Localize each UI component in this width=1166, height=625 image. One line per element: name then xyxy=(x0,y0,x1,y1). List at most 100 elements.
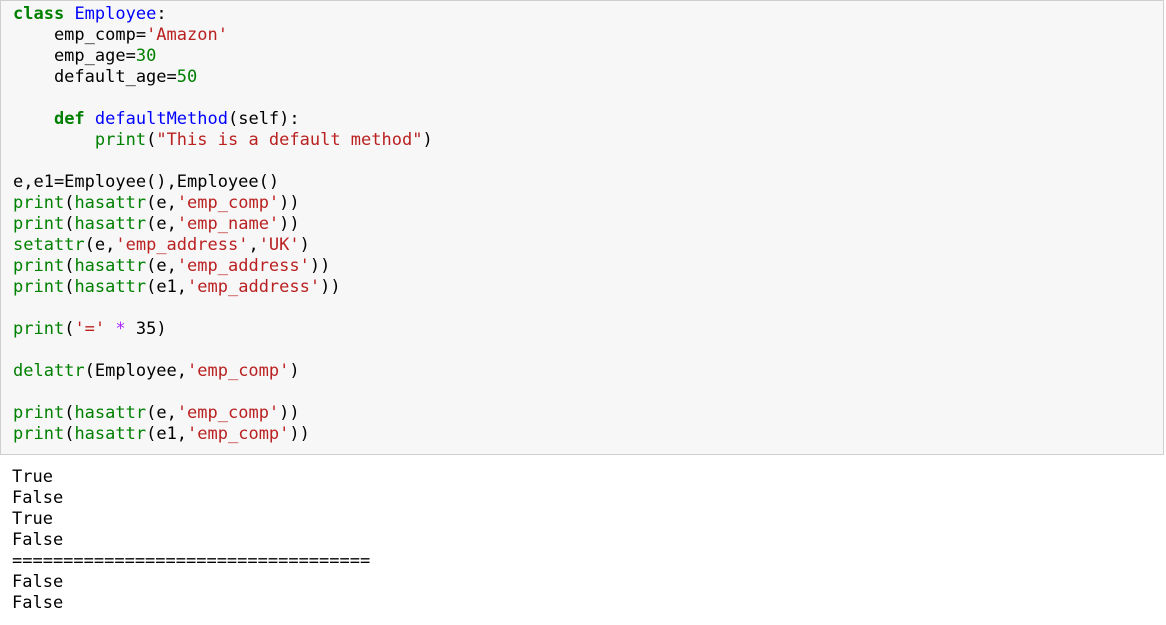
code-token: : xyxy=(156,4,167,24)
code-token: "This is a default method" xyxy=(156,130,423,150)
code-token xyxy=(13,130,95,150)
code-token: setattr xyxy=(13,235,85,255)
code-token: hasattr xyxy=(74,403,147,423)
code-token: 'emp_address' xyxy=(187,277,321,297)
code-token: 'emp_comp' xyxy=(187,424,290,444)
code-line: print(hasattr(e,'emp_address')) xyxy=(13,256,433,277)
code-line: default_age=50 xyxy=(13,67,433,88)
code-token: print xyxy=(13,403,65,423)
code-line: def defaultMethod(self): xyxy=(13,109,433,130)
code-token: def xyxy=(53,109,85,129)
code-token: (self): xyxy=(227,109,300,129)
code-token: )) xyxy=(320,277,341,297)
code-line xyxy=(13,298,433,319)
code-token: (e, xyxy=(84,235,116,255)
code-token: print xyxy=(13,193,65,213)
code-token: (e, xyxy=(146,403,177,423)
code-token: 'emp_comp' xyxy=(176,193,280,213)
code-token: ( xyxy=(64,319,75,339)
code-token xyxy=(85,109,95,129)
code-token: hasattr xyxy=(74,214,147,234)
output-line: False xyxy=(12,530,64,550)
code-token: (Employee, xyxy=(84,361,188,381)
code-token: * xyxy=(115,319,126,339)
code-line: emp_age=30 xyxy=(13,46,433,67)
code-token: '=' xyxy=(74,319,106,339)
code-token: )) xyxy=(289,424,310,444)
code-token: 'Amazon' xyxy=(146,25,228,45)
code-token: emp_comp= xyxy=(13,25,147,45)
code-editor[interactable]: class Employee: emp_comp='Amazon' emp_ag… xyxy=(13,4,433,445)
code-token: (e, xyxy=(146,193,177,213)
code-token: 'UK' xyxy=(258,235,300,255)
code-token: ) xyxy=(289,361,300,381)
code-token: , xyxy=(248,235,259,255)
code-token: 'emp_name' xyxy=(176,214,280,234)
code-token: print xyxy=(13,277,65,297)
code-token: ( xyxy=(146,130,157,150)
output-line: False xyxy=(12,488,64,508)
code-line: print("This is a default method") xyxy=(13,130,433,151)
code-token: ( xyxy=(64,214,75,234)
output-line: True xyxy=(12,509,53,529)
code-line: print(hasattr(e,'emp_name')) xyxy=(13,214,433,235)
code-token: 50 xyxy=(176,67,198,87)
code-cell-input[interactable]: class Employee: emp_comp='Amazon' emp_ag… xyxy=(0,0,1164,455)
output-line: True xyxy=(12,467,53,487)
code-token: print xyxy=(13,214,65,234)
code-token: ( xyxy=(64,277,75,297)
output-line: =================================== xyxy=(12,551,371,571)
code-token: (e1, xyxy=(146,277,188,297)
code-token: 'emp_address' xyxy=(176,256,310,276)
code-token: ) xyxy=(422,130,433,150)
code-token xyxy=(64,4,74,24)
code-token: 'emp_comp' xyxy=(187,361,290,381)
code-token: (e, xyxy=(146,214,177,234)
code-token: print xyxy=(13,319,65,339)
code-token: hasattr xyxy=(74,193,147,213)
code-token: ( xyxy=(64,256,75,276)
code-line: e,e1=Employee(),Employee() xyxy=(13,172,433,193)
code-token: ( xyxy=(64,193,75,213)
code-line: class Employee: xyxy=(13,4,433,25)
code-token: 30 xyxy=(135,46,157,66)
code-line: print('=' * 35) xyxy=(13,319,433,340)
code-line: print(hasattr(e,'emp_comp')) xyxy=(13,403,433,424)
code-line: emp_comp='Amazon' xyxy=(13,25,433,46)
code-token: emp_age= xyxy=(13,46,136,66)
code-token xyxy=(105,319,115,339)
code-token: )) xyxy=(279,403,300,423)
code-token: ( xyxy=(64,403,75,423)
code-token: ( xyxy=(64,424,75,444)
code-token: Employee xyxy=(74,4,157,24)
code-token: ) xyxy=(299,235,310,255)
code-line: setattr(e,'emp_address','UK') xyxy=(13,235,433,256)
code-line xyxy=(13,382,433,403)
code-token: 'emp_comp' xyxy=(176,403,280,423)
code-line: print(hasattr(e1,'emp_address')) xyxy=(13,277,433,298)
code-token: delattr xyxy=(13,361,85,381)
code-token: hasattr xyxy=(74,424,147,444)
code-token: hasattr xyxy=(74,277,147,297)
code-token: print xyxy=(13,256,65,276)
code-line: print(hasattr(e,'emp_comp')) xyxy=(13,193,433,214)
code-token: 'emp_address' xyxy=(115,235,249,255)
code-token: (e1, xyxy=(146,424,188,444)
code-token: print xyxy=(94,130,147,150)
code-token: default_age= xyxy=(13,67,177,87)
output-line: False xyxy=(12,593,64,613)
code-token: )) xyxy=(309,256,331,276)
code-line: print(hasattr(e1,'emp_comp')) xyxy=(13,424,433,445)
code-token: )) xyxy=(279,193,300,213)
code-token: e,e1=Employee(),Employee() xyxy=(13,172,280,192)
code-token xyxy=(13,109,54,129)
code-line xyxy=(13,88,433,109)
code-token: class xyxy=(13,4,65,24)
code-token: )) xyxy=(279,214,300,234)
code-token: print xyxy=(13,424,65,444)
code-token: defaultMethod xyxy=(94,109,228,129)
output-line: False xyxy=(12,572,64,592)
code-line xyxy=(13,151,433,172)
code-token: 35) xyxy=(125,319,167,339)
